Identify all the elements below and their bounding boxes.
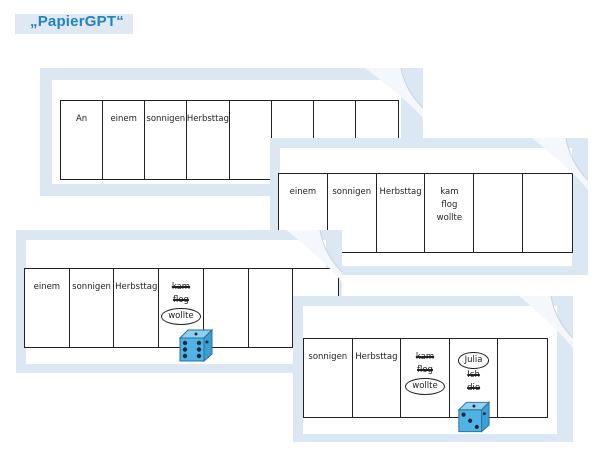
strip-cell <box>230 101 272 179</box>
crossed-out-word: kam <box>415 352 435 362</box>
strip-cell: einem <box>25 269 70 347</box>
cell-word: sonnigen <box>146 114 186 124</box>
panel-2: einem sonnigen Herbsttag kam flog wollte <box>270 138 588 275</box>
strip-cell: kam flog wollte <box>401 339 450 417</box>
cell-word: Herbsttag <box>186 114 230 124</box>
circled-word: Julia <box>457 352 490 369</box>
strip-cell: sonnigen <box>145 101 188 179</box>
strip-cell <box>204 269 249 347</box>
strip-cell <box>498 339 547 417</box>
strip-cell <box>474 174 524 252</box>
cell-word: Herbsttag <box>379 187 422 197</box>
title-background <box>15 14 133 34</box>
word-strip: einem sonnigen Herbsttag kam flog wollte <box>24 268 339 348</box>
strip-cell <box>249 269 294 347</box>
strip-cell: Herbsttag <box>377 174 426 252</box>
strip-cell: Herbsttag <box>114 269 160 347</box>
strip-cell: kam flog wollte <box>425 174 475 252</box>
strip-cell: kam flog wollte <box>159 269 204 347</box>
page-curl-icon <box>519 296 573 348</box>
page-curl-icon <box>286 230 342 282</box>
strip-cell: Herbsttag <box>186 101 230 179</box>
strip-cell: sonnigen <box>328 174 377 252</box>
dice-icon <box>178 328 214 362</box>
crossed-out-word: flog <box>417 365 433 375</box>
strip-cell: einem <box>279 174 328 252</box>
circled-word: wollte <box>161 308 201 325</box>
cell-word: Herbsttag <box>115 282 158 292</box>
strip-cell: Herbsttag <box>353 339 402 417</box>
cell-word: kam <box>440 187 459 197</box>
panel-3: einem sonnigen Herbsttag kam flog wollte <box>16 230 342 373</box>
cell-word: einem <box>289 187 317 197</box>
crossed-out-word: flog <box>172 295 189 305</box>
strip-cell: sonnigen <box>304 339 353 417</box>
crossed-out-word: kam <box>171 282 191 292</box>
word-strip: einem sonnigen Herbsttag kam flog wollte <box>278 173 573 253</box>
strip-cell: sonnigen <box>70 269 115 347</box>
cell-word: einem <box>110 114 137 124</box>
cell-word: sonnigen <box>332 187 372 197</box>
cell-word: An <box>75 114 88 124</box>
crossed-out-word: die <box>467 383 481 393</box>
page-curl-icon <box>532 138 588 190</box>
cell-word: wollte <box>436 213 463 223</box>
crossed-out-word: Ich <box>467 370 480 380</box>
circled-word: wollte <box>405 378 445 395</box>
strip-cell: An <box>61 101 104 179</box>
cell-word: Herbsttag <box>355 352 398 362</box>
cell-word: sonnigen <box>308 352 348 362</box>
cell-word: sonnigen <box>72 282 111 292</box>
cell-word: flog <box>441 200 458 210</box>
dice-icon <box>457 401 491 433</box>
page-title: „PapierGPT“ <box>30 13 124 30</box>
strip-cell: einem <box>103 101 146 179</box>
page-curl-icon <box>365 68 423 118</box>
cell-word: einem <box>33 282 61 292</box>
